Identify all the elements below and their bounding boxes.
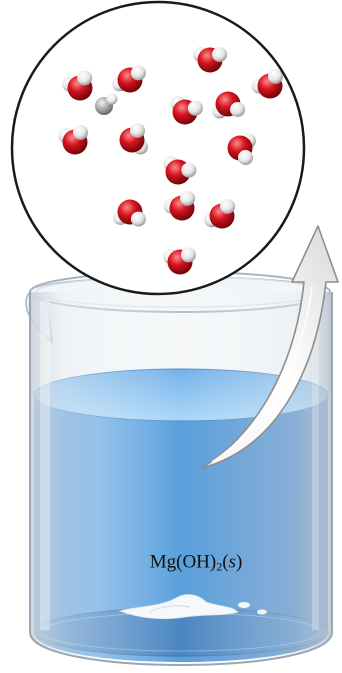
hydrogen-atom <box>131 212 146 227</box>
zoom-circle <box>12 2 304 294</box>
beaker-glass <box>30 292 332 665</box>
hydrogen-atom <box>181 163 196 178</box>
hydrogen-atom <box>77 71 92 86</box>
hydrogen-atom <box>220 199 235 214</box>
hydrogen-atom <box>230 102 245 117</box>
hydrogen-atom <box>188 101 203 116</box>
hydrogen-atom <box>107 94 118 105</box>
hydrogen-atom <box>73 125 88 140</box>
compound-label: Mg(OH)2(s) <box>150 553 243 572</box>
hydrogen-atom <box>131 65 146 80</box>
hydrogen-atom <box>212 47 227 62</box>
hydrogen-atom <box>238 150 253 165</box>
hydrogen-atom <box>181 247 196 262</box>
hydrogen-atom <box>180 191 195 206</box>
beaker <box>26 272 332 665</box>
hydrogen-atom <box>130 123 145 138</box>
